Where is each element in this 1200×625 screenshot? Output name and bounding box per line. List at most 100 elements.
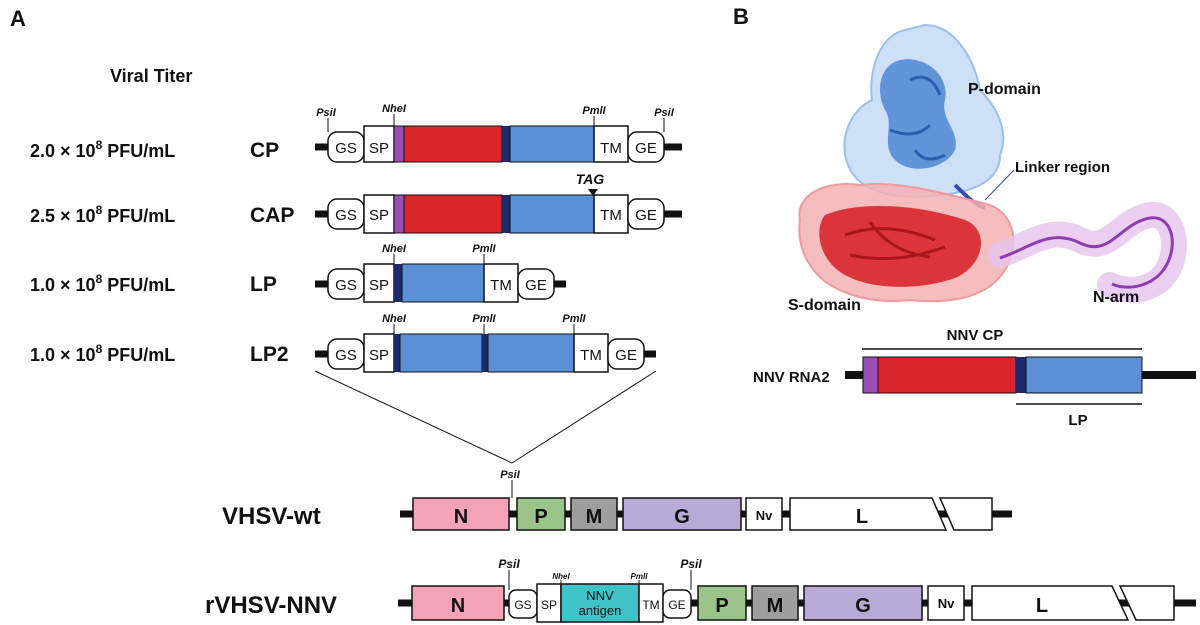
capsid-protein-structure bbox=[798, 23, 1187, 303]
gene-l-end bbox=[1118, 585, 1175, 621]
p-domain-segment bbox=[1025, 356, 1143, 394]
construct-name-lp2: LP2 bbox=[250, 343, 289, 366]
n-arm-segment bbox=[393, 125, 405, 163]
linker-region-label: Linker region bbox=[1015, 159, 1110, 176]
pmll-site: PmlI bbox=[582, 105, 606, 117]
p-domain-segment bbox=[399, 333, 483, 373]
psil-site: PsiI bbox=[654, 107, 675, 119]
ge-label: GE bbox=[635, 207, 657, 224]
gene-n-label: N bbox=[454, 506, 468, 528]
linker-segment bbox=[502, 126, 510, 162]
nnv-cp-label: NNV CP bbox=[947, 327, 1004, 344]
titer-row-lp2: 1.0 × 108 PFU/mL LP2 bbox=[30, 342, 289, 366]
construct-cp: GS SP TM GE PsiI NheI PmlI PsiI bbox=[315, 103, 682, 163]
n-arm-segment bbox=[393, 194, 405, 234]
gs-label: GS bbox=[335, 207, 357, 224]
s-domain-label: S-domain bbox=[788, 297, 861, 314]
genome-rvhsv-nnv: rVHSV-NNV N GS SP NNV antigen TM GE P M … bbox=[205, 557, 1196, 623]
psil-site: PsiI bbox=[498, 557, 520, 571]
gene-l bbox=[971, 585, 1130, 621]
gs-label: GS bbox=[335, 277, 357, 294]
viral-titer-header: Viral Titer bbox=[110, 66, 192, 86]
p-domain-segment bbox=[487, 333, 575, 373]
sp-label: SP bbox=[369, 347, 389, 364]
tag-stop-codon-label: TAG bbox=[576, 171, 605, 187]
gene-nv bbox=[745, 497, 783, 531]
pmll-site: PmlI bbox=[472, 243, 496, 255]
titer-unit: PFU/mL bbox=[107, 275, 175, 295]
nhel-site: NheI bbox=[382, 103, 407, 115]
gene-p bbox=[516, 497, 566, 531]
sp-label: SP bbox=[369, 277, 389, 294]
gene-n bbox=[412, 497, 510, 531]
titer-row-cap: 2.5 × 108 PFU/mL CAP bbox=[30, 203, 294, 227]
gene-nv-label: Nv bbox=[756, 508, 773, 523]
nhel-site: NheI bbox=[382, 313, 407, 325]
sp-segment bbox=[363, 125, 395, 163]
s-domain-segment bbox=[877, 356, 1017, 394]
panel-a-label: A bbox=[10, 6, 26, 31]
vhsv-wt-label: VHSV-wt bbox=[222, 503, 321, 530]
insertion-line-left bbox=[314, 370, 513, 464]
insertion-line-right bbox=[511, 370, 657, 464]
n-arm-label: N-arm bbox=[1093, 289, 1139, 306]
gs-label: GS bbox=[335, 140, 357, 157]
construct-name-lp: LP bbox=[250, 273, 277, 296]
nnv-antigen-segment bbox=[560, 583, 640, 623]
gene-nv bbox=[927, 585, 965, 621]
gene-g-label: G bbox=[855, 595, 871, 617]
gene-m-label: M bbox=[767, 595, 784, 617]
linker-segment bbox=[394, 334, 400, 372]
titer-row-lp: 1.0 × 108 PFU/mL LP bbox=[30, 272, 277, 296]
s-domain-ribbon bbox=[819, 205, 982, 287]
svg-text:1.0 × 108 PFU/mL: 1.0 × 108 PFU/mL bbox=[30, 272, 175, 295]
n-arm-surface bbox=[987, 201, 1187, 303]
gene-n bbox=[411, 585, 505, 621]
titer-unit: PFU/mL bbox=[107, 345, 175, 365]
p-domain-segment bbox=[401, 263, 485, 303]
gene-nv-label: Nv bbox=[938, 596, 955, 611]
linker-segment bbox=[394, 264, 402, 302]
construct-cap: GS SP TM GE TAG bbox=[315, 171, 682, 234]
n-arm-segment bbox=[862, 356, 879, 394]
gene-p-label: P bbox=[534, 506, 547, 528]
tm-segment bbox=[593, 125, 629, 163]
titer-exponent: 8 bbox=[96, 342, 103, 356]
psil-site: PsiI bbox=[316, 107, 337, 119]
sp-label: SP bbox=[369, 207, 389, 224]
nnv-rna2-label: NNV RNA2 bbox=[753, 369, 830, 386]
p-domain-segment bbox=[509, 194, 595, 234]
nhel-site: NheI bbox=[552, 572, 570, 581]
titer-mantissa: 2.5 bbox=[30, 206, 55, 226]
genome-vhsv-wt: VHSV-wt N P M G Nv L bbox=[222, 497, 1012, 531]
gene-n-label: N bbox=[451, 595, 465, 617]
tm-label: TM bbox=[600, 207, 622, 224]
gene-p bbox=[697, 585, 747, 621]
ge-label: GE bbox=[615, 347, 637, 364]
ge-segment bbox=[517, 268, 555, 300]
pmll-site: PmlI bbox=[562, 313, 586, 325]
titer-exponent: 8 bbox=[96, 272, 103, 286]
construct-lp: GS SP TM GE NheI PmlI bbox=[315, 243, 566, 303]
ge-label: GE bbox=[635, 140, 657, 157]
p-domain-segment bbox=[509, 125, 595, 163]
gene-g bbox=[803, 585, 923, 621]
titer-exponent: 8 bbox=[96, 203, 103, 217]
titer-row-cp: 2.0 × 108 PFU/mL CP bbox=[30, 138, 279, 162]
linker-segment bbox=[482, 334, 488, 372]
svg-text:2.5 × 108 PFU/mL: 2.5 × 108 PFU/mL bbox=[30, 203, 175, 226]
linker-pointer bbox=[984, 169, 1015, 201]
ge-segment bbox=[662, 589, 692, 619]
tm-label: TM bbox=[642, 598, 659, 612]
gene-m-label: M bbox=[586, 506, 603, 528]
s-domain-segment bbox=[403, 194, 503, 234]
gene-m bbox=[570, 497, 618, 531]
titer-mantissa: 1.0 bbox=[30, 345, 55, 365]
ge-label: GE bbox=[525, 277, 547, 294]
gene-p-label: P bbox=[715, 595, 728, 617]
tm-label: TM bbox=[600, 140, 622, 157]
tm-segment bbox=[638, 583, 664, 623]
sp-label: SP bbox=[541, 598, 557, 612]
gene-l-label: L bbox=[1036, 595, 1048, 617]
